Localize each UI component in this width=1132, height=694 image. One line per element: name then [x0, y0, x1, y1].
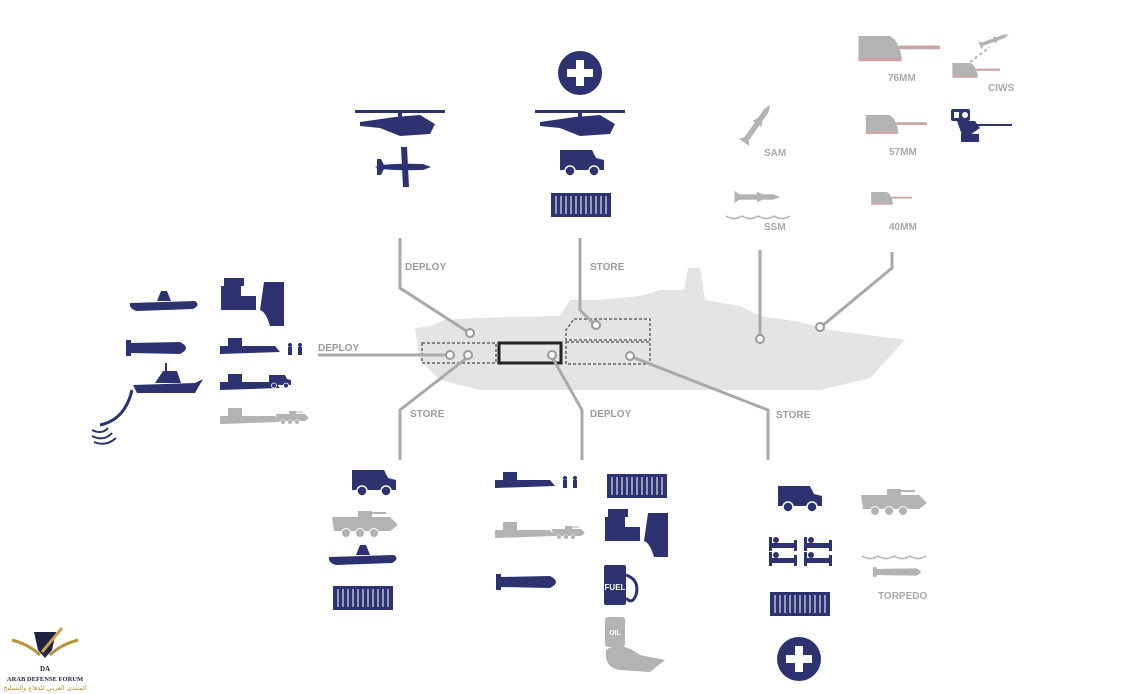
node-store-right — [625, 351, 635, 361]
vehicle-deck-zone — [565, 341, 651, 365]
svg-text:ARAB DEFENSE FORUM: ARAB DEFENSE FORUM — [7, 676, 83, 683]
waves-icon — [861, 555, 927, 560]
uuv-icon — [496, 574, 556, 590]
label-76mm: 76MM — [888, 73, 916, 84]
oil-label: OIL — [609, 630, 621, 637]
beds-icon — [769, 537, 832, 566]
helicopter-icon — [535, 110, 625, 136]
rib-boat-icon — [129, 291, 198, 311]
landing-craft-grey-icon — [495, 522, 555, 538]
landing-craft-icon — [495, 472, 555, 488]
troops-icon — [563, 476, 577, 488]
node-guns — [815, 322, 825, 332]
node-air-store — [591, 320, 601, 330]
ssm-missile-icon — [734, 190, 781, 204]
container-icon — [606, 473, 668, 499]
label-store-air: STORE — [590, 262, 625, 273]
sam-missile-icon — [738, 101, 776, 147]
truck-icon — [559, 149, 605, 177]
label-ssm: SSM — [764, 222, 786, 233]
truck-icon — [268, 374, 292, 389]
helicopter-icon — [355, 110, 445, 136]
apc-icon — [861, 489, 927, 516]
sonar-cable-icon — [99, 389, 134, 427]
label-store-bottom-right: STORE — [776, 410, 811, 421]
tracer-icon — [969, 46, 991, 63]
truck-icon — [351, 469, 397, 497]
mission-bay-zone — [497, 341, 563, 365]
ciws-icon — [952, 63, 1000, 78]
gun-40mm-icon — [871, 192, 912, 205]
ship-silhouette — [415, 268, 905, 390]
apc-icon — [332, 511, 398, 538]
landing-craft-icon — [220, 338, 280, 354]
medical-cross-icon — [777, 637, 821, 681]
oil-barrel-icon: OIL — [605, 617, 665, 672]
waves-icon — [725, 215, 791, 220]
gun-76mm-icon — [858, 36, 940, 62]
uuv-icon — [126, 340, 186, 356]
connector-lines — [318, 238, 894, 460]
label-40mm: 40MM — [889, 222, 917, 233]
label-store-bottom-left: STORE — [410, 409, 445, 420]
container-icon — [769, 591, 831, 617]
node-missiles — [755, 334, 765, 344]
medical-cross-icon — [558, 51, 602, 95]
label-torpedo: TORPEDO — [878, 591, 927, 602]
svg-text:المنتدى العربي للدفاع والتسليح: المنتدى العربي للدفاع والتسليح — [3, 684, 87, 692]
container-icon — [550, 192, 612, 218]
landing-craft-grey-icon — [220, 408, 280, 424]
label-deploy-bottom: DEPLOY — [590, 409, 631, 420]
vehicle-grey-icon — [552, 526, 585, 540]
label-deploy-side: DEPLOY — [318, 343, 359, 354]
sonar-waves-icon — [91, 427, 117, 445]
troops-icon — [288, 343, 302, 355]
rib-boat-icon — [328, 545, 397, 565]
arab-defense-forum-logo: DA ARAB DEFENSE FORUM المنتدى العربي للد… — [3, 627, 87, 692]
gun-57mm-icon — [865, 115, 927, 134]
truck-icon — [777, 485, 823, 513]
incoming-missile-icon — [978, 30, 1011, 50]
fuel-pump-icon: FUEL — [604, 565, 639, 605]
label-ciws: CIWS — [988, 83, 1014, 94]
node-air-deploy — [465, 328, 475, 338]
lcac-icon — [221, 278, 284, 326]
label-sam: SAM — [764, 148, 786, 159]
lcac-icon — [605, 509, 668, 557]
node-store-left — [463, 350, 473, 360]
aircraft-icon — [375, 147, 431, 187]
patrol-boat-icon — [133, 363, 203, 393]
svg-text:DA: DA — [40, 665, 50, 673]
fuel-label: FUEL — [605, 583, 626, 592]
node-deploy-bottom — [547, 350, 557, 360]
remote-weapon-station-icon — [951, 109, 1012, 142]
container-icon — [332, 585, 394, 611]
node-side-deploy — [445, 350, 455, 360]
torpedo-icon — [872, 567, 921, 577]
vehicle-grey-icon — [276, 411, 309, 425]
label-deploy-air: DEPLOY — [405, 262, 446, 273]
label-57mm: 57MM — [889, 147, 917, 158]
